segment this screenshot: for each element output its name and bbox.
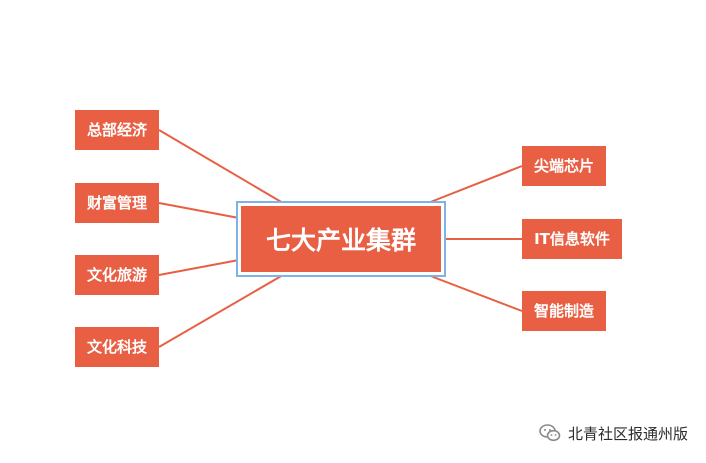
- center-node-label: 七大产业集群: [241, 206, 441, 272]
- node-headquarters-economy: 总部经济: [75, 110, 159, 150]
- connector-line: [158, 259, 240, 276]
- watermark: 北青社区报通州版: [538, 420, 688, 446]
- node-it-software: IT信息软件: [522, 219, 622, 259]
- connector-line: [158, 274, 284, 348]
- node-cutting-edge-chips: 尖端芯片: [522, 146, 606, 186]
- watermark-text: 北青社区报通州版: [567, 424, 688, 443]
- node-cultural-technology: 文化科技: [75, 327, 159, 367]
- connector-line: [158, 202, 240, 219]
- node-cultural-tourism: 文化旅游: [75, 255, 159, 295]
- connector-line: [427, 274, 523, 312]
- node-wealth-management: 财富管理: [75, 183, 159, 223]
- node-smart-manufacturing: 智能制造: [522, 291, 606, 331]
- wechat-icon: [539, 424, 561, 442]
- center-node: 七大产业集群: [236, 201, 446, 277]
- connector-line: [427, 165, 523, 204]
- connector-line: [158, 129, 284, 204]
